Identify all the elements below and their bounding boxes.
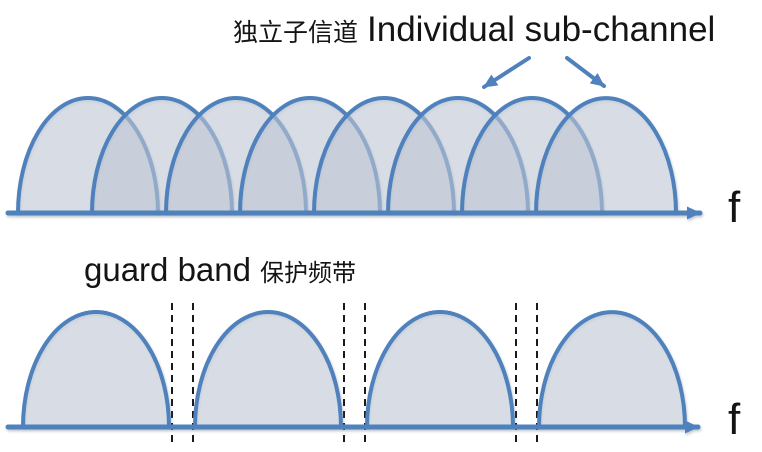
guard-band-label-english: guard band bbox=[84, 251, 251, 288]
separated-channel-arches bbox=[21, 310, 687, 428]
channel-arch bbox=[365, 310, 515, 428]
overlapping-subchannel-arches bbox=[16, 96, 678, 214]
top-axis-frequency-label: f bbox=[728, 183, 741, 232]
title-chinese: 独立子信道 bbox=[233, 19, 359, 47]
channel-arch bbox=[193, 310, 343, 428]
channel-arch bbox=[21, 310, 171, 428]
channel-arch bbox=[534, 96, 678, 214]
title-english: Individual sub-channel bbox=[367, 10, 716, 49]
bottom-axis-frequency-label: f bbox=[728, 395, 741, 444]
callout-arrow-right-icon bbox=[565, 56, 606, 88]
diagram-title: 独立子信道 Individual sub-channel bbox=[233, 10, 716, 50]
guard-band-label: guard band 保护频带 bbox=[84, 251, 356, 288]
annotation-arrows bbox=[482, 56, 606, 89]
channel-arch bbox=[537, 310, 687, 428]
guard-band-label-chinese: 保护频带 bbox=[259, 260, 356, 287]
callout-arrow-left-icon bbox=[482, 56, 531, 89]
